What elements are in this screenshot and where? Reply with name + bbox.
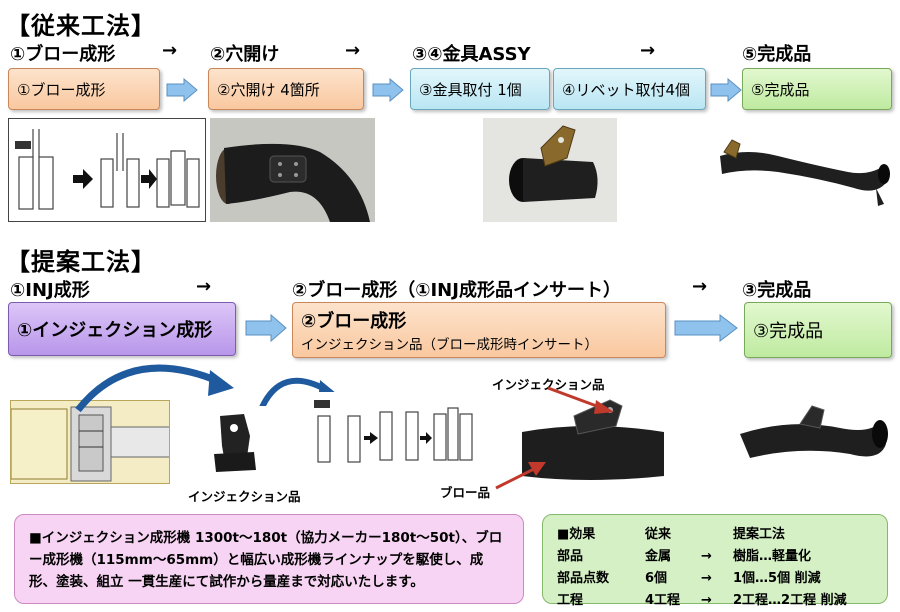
conv-step-1-heading: ①ブロー成形 [10, 44, 116, 65]
caption-injection-part: インジェクション品 [188, 489, 301, 504]
conv-arrow-3: → [640, 40, 656, 61]
effects-panel: ■効果 従来 提案工法 部品 金属 → 樹脂…軽量化 部品点数 6個 → 1個…… [542, 514, 888, 608]
conv-box-drilling: ②穴開け 4箇所 [208, 68, 364, 110]
effects-cell: → [701, 593, 712, 608]
effects-cell: 部品点数 [557, 571, 610, 586]
injection-machine-diagram [10, 400, 170, 484]
block-arrow-icon [710, 78, 742, 102]
conv-box-finished: ⑤完成品 [742, 68, 892, 110]
conv-box-rivet-attach: ④リベット取付4個 [553, 68, 706, 110]
capability-note: ■インジェクション成形機 1300t～180t（協力メーカー180t～50t）、… [14, 514, 524, 604]
conv-arrow-1: → [162, 40, 178, 61]
effects-row-header: ■効果 従来 提案工法 [553, 524, 851, 546]
prop-step-3-heading: ③完成品 [742, 280, 812, 301]
conventional-title: 【従来工法】 [6, 12, 156, 40]
conv-step-3-heading: ③④金具ASSY [412, 44, 531, 65]
prop-box-injection: ①インジェクション成形 [8, 302, 236, 356]
effects-row-count: 部品点数 6個 → 1個…5個 削減 [553, 568, 851, 590]
effects-cell [697, 524, 729, 546]
proposed-finished-photo [730, 384, 890, 484]
effects-cell: 2工程…2工程 削減 [733, 593, 847, 608]
bracket-pipe-photo [483, 118, 617, 222]
effects-cell: 4工程 [645, 593, 681, 608]
callout-arrow-blow [495, 462, 546, 490]
effects-cell: 部品 [557, 549, 584, 564]
caption-blow-part: ブロー品 [440, 485, 491, 500]
callout-arrow-injection [547, 386, 614, 414]
effects-cell: 1個…5個 削減 [733, 571, 821, 586]
finished-duct-photo [708, 118, 894, 212]
caption-injection-part-2: インジェクション品 [492, 377, 605, 392]
effects-cell: → [701, 571, 712, 586]
blow-molding-diagram [8, 118, 206, 222]
effects-cell: → [701, 549, 712, 564]
block-arrow-icon [166, 78, 198, 102]
assembled-part-photo [518, 392, 668, 484]
effects-row-process: 工程 4工程 → 2工程…2工程 削減 [553, 590, 851, 612]
conv-arrow-2: → [345, 40, 361, 61]
proposed-title: 【提案工法】 [6, 248, 156, 276]
effects-cell: 工程 [557, 593, 584, 608]
effects-table: ■効果 従来 提案工法 部品 金属 → 樹脂…軽量化 部品点数 6個 → 1個…… [553, 524, 851, 612]
effects-cell: 提案工法 [733, 527, 786, 542]
effects-cell: 6個 [645, 571, 668, 586]
prop-box-blow-title: ②ブロー成形 [301, 311, 407, 332]
conv-box-bracket-attach: ③金具取付 1個 [410, 68, 550, 110]
effects-cell: 樹脂…軽量化 [733, 549, 812, 564]
prop-box-finished: ③完成品 [744, 302, 892, 358]
effects-cell: 従来 [645, 527, 672, 542]
conv-step-2-heading: ②穴開け [210, 44, 280, 65]
effects-row-parts: 部品 金属 → 樹脂…軽量化 [553, 546, 851, 568]
effects-cell: 金属 [645, 549, 672, 564]
conv-box-blow-molding: ①ブロー成形 [8, 68, 160, 110]
block-arrow-icon [245, 314, 287, 342]
effects-cell: ■効果 [557, 527, 596, 542]
prop-box-blow-molding: ②ブロー成形 インジェクション品（ブロー成形時インサート） [292, 302, 666, 358]
drilled-pipe-photo [210, 118, 375, 222]
prop-step-1-heading: ①INJ成形 [10, 280, 90, 301]
prop-arrow-2: → [692, 276, 708, 297]
block-arrow-icon [372, 78, 404, 102]
block-arrow-icon [674, 314, 738, 342]
prop-step-2-heading: ②ブロー成形（①INJ成形品インサート） [292, 280, 621, 301]
prop-box-blow-sub: インジェクション品（ブロー成形時インサート） [301, 337, 598, 353]
prop-arrow-1: → [196, 276, 212, 297]
conv-step-4-heading: ⑤完成品 [742, 44, 812, 65]
injection-part-photo [200, 406, 270, 476]
insert-blow-diagram [308, 392, 474, 474]
